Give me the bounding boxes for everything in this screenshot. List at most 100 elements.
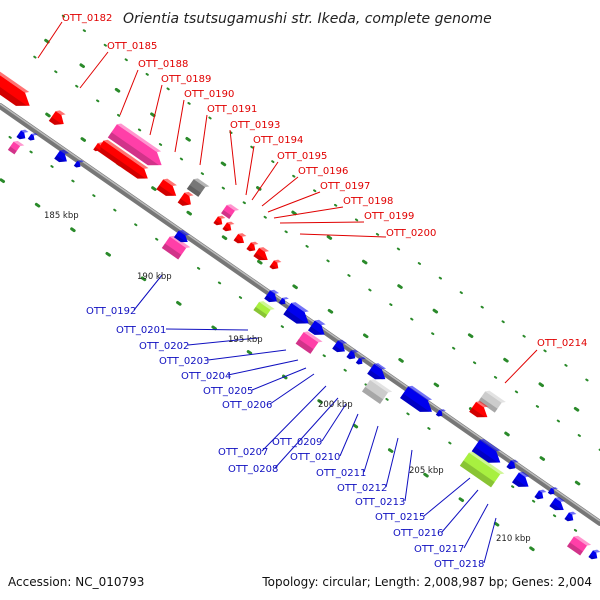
gene-feature[interactable] [346, 348, 359, 362]
leader-line [267, 191, 321, 213]
gene-feature[interactable] [213, 214, 226, 228]
gene-label[interactable]: OTT_0207 [218, 447, 268, 458]
gene-label[interactable]: OTT_0215 [375, 512, 425, 523]
gene-feature[interactable] [564, 510, 577, 524]
gene-feature[interactable] [161, 234, 191, 261]
tick-rings [0, 14, 600, 574]
gene-label[interactable]: OTT_0212 [337, 483, 387, 494]
gene-feature[interactable] [367, 361, 390, 384]
leader-line [133, 274, 163, 311]
gene-feature[interactable] [73, 158, 84, 169]
gene-label[interactable]: OTT_0204 [181, 371, 231, 382]
leader-line [207, 349, 287, 361]
gene-feature[interactable] [549, 495, 568, 514]
gene-label[interactable]: OTT_0196 [298, 166, 348, 177]
gene-feature[interactable] [295, 330, 323, 356]
gene-feature[interactable] [16, 128, 29, 142]
leader-line [269, 373, 315, 405]
gene-feature[interactable] [459, 450, 505, 489]
gene-feature[interactable] [48, 109, 69, 129]
gene-label[interactable]: OTT_0189 [161, 74, 211, 85]
gene-label[interactable]: OTT_0216 [393, 528, 443, 539]
gene-label[interactable]: OTT_0211 [316, 468, 366, 479]
gene-feature[interactable] [567, 534, 592, 557]
gene-feature[interactable] [478, 389, 506, 414]
gene-feature[interactable] [400, 384, 438, 417]
gene-label[interactable]: OTT_0205 [203, 386, 253, 397]
gene-label[interactable]: OTT_0199 [364, 211, 414, 222]
gene-feature[interactable] [93, 141, 105, 153]
forward-gene-labels: OTT_0182 OTT_0185 OTT_0188 OTT_0189 OTT_… [62, 13, 587, 349]
gene-label[interactable]: OTT_0202 [139, 341, 189, 352]
gene-label[interactable]: OTT_0191 [207, 104, 257, 115]
leader-line [363, 425, 379, 473]
gene-feature[interactable] [54, 148, 71, 166]
leader-line [404, 449, 413, 502]
gene-feature[interactable] [361, 378, 393, 406]
gene-label[interactable]: OTT_0210 [290, 452, 340, 463]
gene-feature[interactable] [269, 258, 282, 272]
gene-feature[interactable] [355, 355, 366, 366]
gene-feature[interactable] [435, 407, 446, 418]
gene-feature[interactable] [96, 138, 153, 183]
gene-label[interactable]: OTT_0193 [230, 120, 280, 131]
gene-label[interactable]: OTT_0218 [434, 559, 484, 570]
gene-feature[interactable] [107, 122, 168, 172]
gene-label[interactable]: OTT_0208 [228, 464, 278, 475]
gene-feature[interactable] [0, 69, 36, 112]
gene-label[interactable]: OTT_0213 [355, 497, 405, 508]
gene-feature[interactable] [186, 177, 210, 199]
tick-ring [44, 38, 600, 428]
gene-label[interactable]: OTT_0217 [414, 544, 464, 555]
gene-feature[interactable] [469, 399, 492, 422]
accession-text: Accession: NC_010793 [8, 575, 144, 589]
gene-feature[interactable] [534, 488, 547, 502]
gene-feature[interactable] [253, 299, 275, 319]
gene-feature[interactable] [7, 139, 25, 156]
leader-line [339, 413, 359, 457]
gene-feature[interactable] [506, 458, 519, 472]
gene-label[interactable]: OTT_0194 [253, 135, 303, 146]
gene-feature[interactable] [27, 131, 38, 142]
gene-label[interactable]: OTT_0209 [272, 437, 322, 448]
leader-line [423, 477, 471, 517]
gene-feature[interactable] [308, 318, 330, 339]
gene-feature[interactable] [547, 485, 558, 496]
gene-feature[interactable] [332, 338, 349, 356]
gene-feature[interactable] [278, 295, 289, 306]
scale-label: 200 kbp [318, 400, 353, 410]
gene-label[interactable]: OTT_0198 [343, 196, 393, 207]
leader-line [274, 397, 339, 469]
leader-line [37, 21, 63, 59]
gene-feature[interactable] [512, 470, 534, 491]
gene-feature[interactable] [588, 548, 600, 562]
gene-label[interactable]: OTT_0214 [537, 338, 587, 349]
gene-label[interactable]: OTT_0200 [386, 228, 436, 239]
tick-ring [33, 55, 600, 452]
gene-label[interactable]: OTT_0203 [159, 356, 209, 367]
gene-feature[interactable] [221, 203, 240, 221]
gene-feature[interactable] [156, 177, 181, 201]
gene-label[interactable]: OTT_0197 [320, 181, 370, 192]
gene-label[interactable]: OTT_0192 [86, 306, 136, 317]
gene-label[interactable]: OTT_0182 [62, 13, 112, 24]
gene-feature[interactable] [233, 231, 248, 246]
gene-label[interactable]: OTT_0201 [116, 325, 166, 336]
gene-feature[interactable] [471, 437, 506, 468]
leader-line [79, 51, 109, 89]
gene-feature[interactable] [222, 220, 235, 234]
gene-label[interactable]: OTT_0185 [107, 41, 157, 52]
gene-feature[interactable] [173, 228, 192, 245]
leader-lines [37, 21, 538, 564]
gene-feature[interactable] [177, 190, 196, 209]
gene-label[interactable]: OTT_0188 [138, 59, 188, 70]
gene-feature[interactable] [253, 245, 272, 264]
gene-label[interactable]: OTT_0206 [222, 400, 272, 411]
gene-label[interactable]: OTT_0195 [277, 151, 327, 162]
gene-feature[interactable] [264, 288, 281, 306]
gene-feature[interactable] [246, 240, 259, 254]
gene-label[interactable]: OTT_0190 [184, 89, 234, 100]
leader-line [321, 403, 347, 442]
gene-feature[interactable] [283, 300, 314, 329]
